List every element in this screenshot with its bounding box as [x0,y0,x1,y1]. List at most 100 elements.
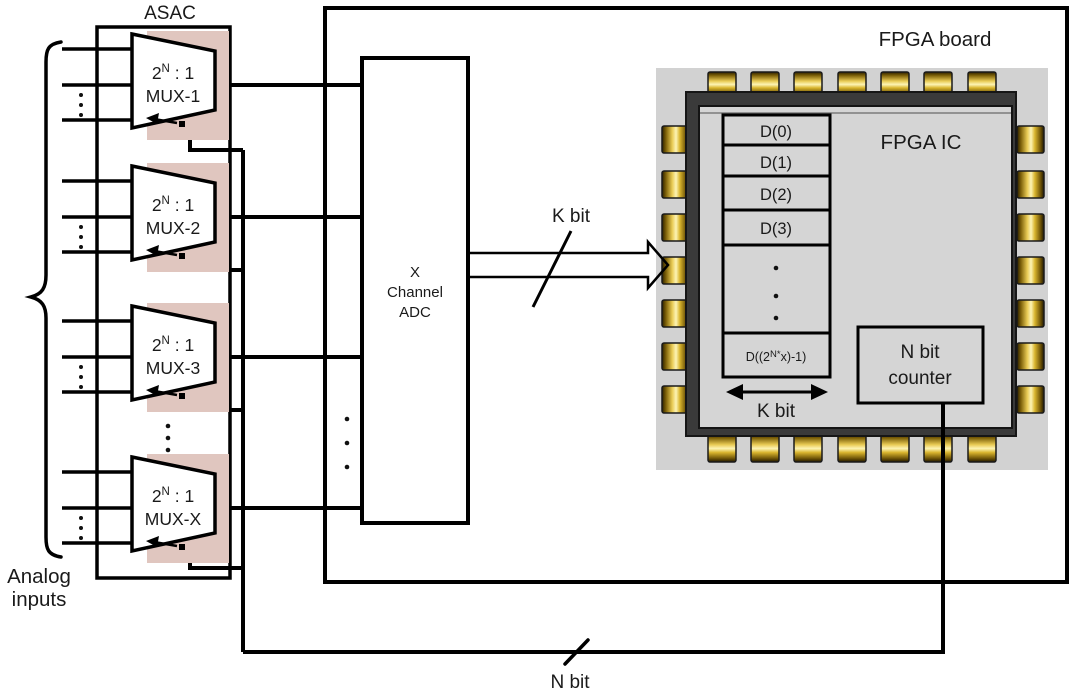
chip-pin [837,433,867,463]
mux-trapezoid [130,31,217,131]
mux-2-block: 2N : 1 MUX-2 [130,163,229,272]
select-arrowhead-icon [146,113,159,124]
adc-label-line1: X [410,264,420,281]
ellipsis-dot [773,293,779,299]
select-arrow-line [153,117,178,125]
mux-ratio-label: 2N : 1 [152,63,194,83]
chip-pin [750,433,780,463]
kbit-width-arrow: K bit [726,384,828,422]
mux-ratio-label: 2N : 1 [152,335,194,355]
mux-name-label: MUX-X [145,509,202,529]
chip-pin [1016,342,1045,371]
memory-cell-d2: D(2) [760,186,792,204]
nbit-counter-label-line1: N bit [900,342,940,363]
analog-inputs-label-line2: inputs [12,588,67,611]
chip-pin [661,385,690,414]
chip-pins-left [661,125,690,414]
nbit-bus-label: N bit [550,672,590,693]
select-dot [179,253,185,259]
select-arrowhead-icon [146,385,159,396]
chip-pin [923,433,953,463]
arrowhead-right-icon [811,384,828,400]
kbit-bus-slash-icon [531,230,573,308]
chip-pin [661,125,690,154]
chip-pins-bottom [707,433,997,463]
mux-x-block: 2N : 1 MUX-X [130,454,229,563]
select-dot [179,121,185,127]
chip-pin [793,433,823,463]
ellipsis-dot [344,464,350,470]
board-channel-ellipsis [344,416,350,470]
select-arrow-line [153,249,178,257]
memory-cell-d3: D(3) [760,220,792,238]
fpga-chip: FPGA IC D(0) D(1) D(2) D(3) D((2N*x)-1) … [656,68,1048,470]
chip-die-area [698,105,1013,429]
arrowhead-left-icon [726,384,743,400]
kbit-bus-arrow [468,238,670,292]
mux-1-block: 2N : 1 MUX-1 [130,31,229,140]
mux-trapezoid [130,163,217,263]
chip-pin [707,433,737,463]
ellipsis-dot [344,440,350,446]
adc-block: X Channel ADC [360,56,470,525]
select-arrowhead-icon [146,245,159,256]
nbit-bus: N bit [243,403,945,693]
chip-pin [1016,256,1045,285]
fpga-board: FPGA board [323,6,1069,584]
chip-pin [661,342,690,371]
chip-pin [661,299,690,328]
chip-pin [1016,385,1045,414]
mux-trapezoid [130,303,217,403]
memory-cell-last: D((2N*x)-1) [746,349,807,364]
mux-gap-ellipsis [165,423,171,453]
chip-pin [1016,170,1045,199]
memory-cell-d0: D(0) [760,123,792,141]
nbit-counter-label-line2: counter [888,368,952,389]
kbit-bus: K bit [468,206,670,308]
chip-pin [1016,125,1045,154]
ellipsis-dot [773,315,779,321]
chip-pin [1016,299,1045,328]
analog-inputs: Analog inputs [7,40,132,611]
chip-pins-top [707,71,997,97]
adc-label-line3: ADC [399,304,431,321]
adc-label-line2: Channel [387,284,443,301]
asac-title: ASAC [144,3,196,24]
select-arrowhead-icon [146,536,159,547]
nbit-bus-slash-icon [563,638,590,666]
nbit-feedback-line [243,403,945,654]
chip-pin [967,433,997,463]
kbit-bus-label: K bit [552,206,591,227]
mux-output-wires [215,83,362,510]
memory-cell-d1: D(1) [760,154,792,172]
select-arrow-line [153,540,178,548]
mux-name-label: MUX-2 [146,218,200,238]
fpga-ic-title: FPGA IC [881,131,962,154]
input-ellipsis [79,93,83,540]
memory-table: D(0) D(1) D(2) D(3) D((2N*x)-1) [721,113,832,379]
asac-block: ASAC [95,3,232,580]
mux-name-label: MUX-3 [146,358,200,378]
nbit-counter-block: N bit counter [856,325,985,405]
select-dot [179,544,185,550]
analog-inputs-brace [24,40,63,559]
chip-pin [661,170,690,199]
chip-pins-right [1016,125,1045,414]
mux-trapezoid [130,454,217,554]
select-dot [179,393,185,399]
ellipsis-dot [344,416,350,422]
mux-ratio-label: 2N : 1 [152,486,194,506]
nbit-counter-outline [856,325,985,405]
adc-outline [360,56,470,525]
mux-ratio-label: 2N : 1 [152,195,194,215]
select-arrow-line [153,389,178,397]
asac-outline [95,25,232,580]
fpga-board-title: FPGA board [879,28,992,51]
analog-inputs-label-line1: Analog [7,565,71,588]
mux-3-block: 2N : 1 MUX-3 [130,303,229,412]
fpga-board-outline [323,6,1069,584]
kbit-width-label: K bit [757,401,796,422]
chip-pin [880,433,910,463]
